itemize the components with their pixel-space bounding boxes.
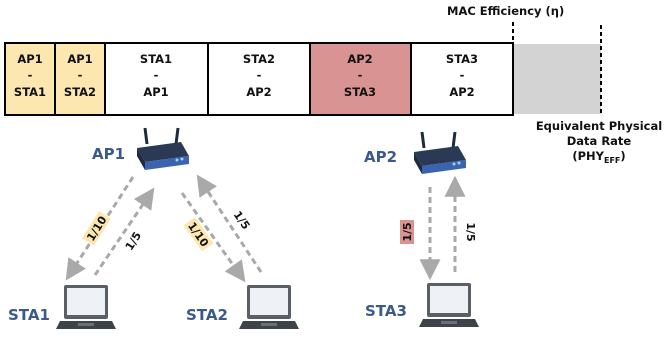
rate-label-ap2-sta3: 1/5 — [401, 222, 414, 241]
phy-rate-label-line2: Data Rate — [567, 134, 632, 148]
frame-cell-sta1-ap1 — [104, 42, 209, 116]
svg-text:STA2: STA2 — [243, 52, 275, 66]
svg-text:AP2: AP2 — [347, 52, 372, 66]
sta3-label: STA3 — [365, 302, 407, 320]
frame-cell-ap2-sta3 — [309, 42, 412, 116]
svg-text:-: - — [28, 68, 33, 82]
frame-cell-label: STA1 - AP1 — [140, 52, 172, 99]
ap1-router-icon — [137, 127, 189, 170]
svg-text:-: - — [358, 68, 363, 82]
sta2-label: STA2 — [186, 306, 228, 324]
svg-text:STA2: STA2 — [64, 85, 96, 99]
ap1-label: AP1 — [92, 145, 125, 163]
frame-cell-label: STA2 - AP2 — [243, 52, 275, 99]
phy-rate-label-line3: (PHYEFF) — [572, 149, 625, 165]
link-ap1-sta2-down-arrow — [180, 192, 246, 283]
svg-text:-: - — [154, 68, 159, 82]
idle-gap-block — [514, 44, 601, 114]
frame-cell-label: AP2 - STA3 — [344, 52, 376, 99]
rate-label-sta1-ap1: 1/5 — [123, 230, 144, 253]
link-sta1-ap1-up-arrow — [93, 187, 155, 276]
link-sta2-ap1-up-arrow — [196, 174, 263, 273]
phy-rate-label-line1: Equivalent Physical — [536, 119, 662, 133]
sta3-laptop-icon — [419, 283, 479, 327]
frame-cell-sta3-ap2 — [410, 42, 514, 116]
frame-bar: AP1 - STA1 AP1 - STA2 STA1 - AP1 STA2 - … — [4, 42, 601, 116]
ap2-router-icon — [414, 131, 466, 174]
svg-text:STA1: STA1 — [140, 52, 172, 66]
frame-cell-label: AP1 - STA2 — [64, 52, 96, 99]
svg-text:-: - — [257, 68, 262, 82]
frame-cell-label: STA3 - AP2 — [446, 52, 478, 99]
frame-cell-label: AP1 - STA1 — [14, 52, 46, 99]
svg-text:AP2: AP2 — [246, 85, 271, 99]
svg-text:-: - — [78, 68, 83, 82]
sta2-laptop-icon — [239, 285, 299, 329]
rate-label-sta3-ap2: 1/5 — [464, 222, 477, 241]
sta1-label: STA1 — [8, 306, 50, 324]
svg-text:AP1: AP1 — [67, 52, 92, 66]
ap2-label: AP2 — [364, 148, 397, 166]
sta1-laptop-icon — [56, 285, 116, 329]
svg-text:-: - — [460, 68, 465, 82]
svg-text:AP2: AP2 — [449, 85, 474, 99]
svg-text:AP1: AP1 — [17, 52, 42, 66]
svg-text:STA3: STA3 — [446, 52, 478, 66]
svg-text:AP1: AP1 — [143, 85, 168, 99]
frame-cell-ap1-sta1 — [4, 42, 56, 116]
svg-text:STA1: STA1 — [14, 85, 46, 99]
frame-cell-ap1-sta2 — [54, 42, 106, 116]
svg-text:STA3: STA3 — [344, 85, 376, 99]
mac-efficiency-label: MAC Efficiency (η) — [447, 4, 564, 18]
